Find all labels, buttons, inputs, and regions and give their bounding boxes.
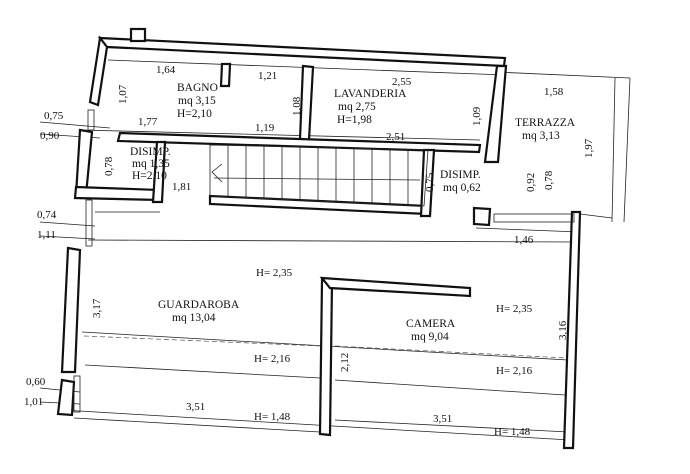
dim-1-64: 1,64	[156, 64, 176, 76]
reference-lines	[39, 59, 631, 441]
disimp1-height: H=2,10	[132, 170, 167, 182]
dim-1-01: 1,01	[24, 396, 43, 408]
dim-1-81: 1,81	[172, 181, 191, 193]
dim-3-51-right: 3,51	[433, 413, 452, 425]
bagno-area: mq 3,15	[178, 95, 216, 107]
guardaroba-name: GUARDAROBA	[158, 299, 240, 311]
dim-0-75-right: 0,75	[424, 172, 436, 192]
camera-height-bottom: H= 1,48	[494, 426, 531, 438]
dim-2-51: 2,51	[386, 131, 405, 143]
wall-left-upper	[88, 35, 109, 107]
wall-disimp-right	[151, 140, 167, 204]
dim-1-77: 1,77	[138, 116, 158, 128]
camera-height-top: H= 2,35	[496, 303, 533, 315]
wall-lavanderia-right	[483, 64, 508, 164]
dim-3-51-left: 3,51	[186, 401, 205, 413]
dim-1-11: 1,11	[37, 229, 56, 241]
chimney	[129, 27, 147, 43]
guardaroba-height-top: H= 2,35	[256, 267, 293, 279]
wall-left-lower	[60, 246, 82, 374]
window-left-upper	[87, 109, 95, 131]
wall-middle	[116, 131, 482, 154]
camera-area: mq 9,04	[411, 331, 449, 343]
wall-camera-left	[318, 278, 334, 437]
lavanderia-area: mq 2,75	[338, 101, 376, 113]
disimp2-name: DISIMP.	[440, 169, 481, 181]
dim-0-78-left: 0,78	[103, 156, 115, 176]
window-left-mid	[85, 199, 93, 247]
dim-3-17: 3,17	[91, 298, 103, 318]
dim-1-07: 1,07	[117, 84, 129, 104]
window-left-lower	[73, 375, 81, 413]
height-lines	[83, 335, 567, 359]
wall-bagno-stub	[219, 62, 232, 88]
dimension-labels: 1,64 1,21 2,55 1,58 1,77 1,19 2,51 1,81 …	[24, 64, 595, 425]
lavanderia-height: H=1,98	[337, 114, 372, 126]
camera-height-mid: H= 2,16	[496, 365, 533, 377]
camera-name: CAMERA	[406, 318, 456, 330]
dim-1-58: 1,58	[544, 86, 564, 98]
dim-0-60: 0,60	[26, 376, 46, 388]
terrazza-name: TERRAZZA	[515, 117, 576, 129]
walls	[56, 27, 613, 450]
dim-1-08: 1,08	[291, 96, 303, 116]
dim-2-12: 2,12	[339, 353, 351, 372]
room-labels: BAGNO mq 3,15 H=2,10 LAVANDERIA mq 2,75 …	[130, 82, 576, 343]
guardaroba-height-mid: H= 2,16	[254, 353, 291, 365]
dim-0-78-right: 0,78	[543, 170, 555, 190]
staircase	[209, 144, 429, 207]
wall-terrazza-stub	[472, 206, 492, 227]
window-terrazza	[493, 213, 575, 223]
wall-left-mid	[74, 128, 94, 197]
disimp1-area: mq 1,35	[132, 158, 170, 170]
height-labels: H= 2,35 H= 2,16 H= 1,48 H= 2,35 H= 2,16 …	[254, 267, 533, 438]
guardaroba-height-bottom: H= 1,48	[254, 411, 291, 423]
openings	[73, 109, 575, 413]
dim-0-92: 0,92	[525, 173, 537, 192]
disimp1-name: DISIMP.	[130, 146, 171, 158]
dim-2-55: 2,55	[392, 76, 412, 88]
dim-3-16: 3,16	[557, 320, 569, 340]
disimp2-area: mq 0,62	[443, 182, 481, 194]
dim-1-21: 1,21	[258, 70, 277, 82]
wall-camera-top	[319, 276, 472, 298]
terrazza-area: mq 3,13	[522, 130, 560, 142]
wall-right-lower	[562, 210, 582, 450]
dim-0-75-left: 0,75	[44, 110, 64, 122]
wall-disimp-bottom	[73, 185, 162, 202]
dim-1-97: 1,97	[583, 138, 595, 158]
dim-1-09: 1,09	[471, 106, 483, 126]
dim-1-46: 1,46	[514, 234, 534, 246]
wall-left-bottom	[56, 378, 76, 417]
guardaroba-area: mq 13,04	[172, 312, 216, 324]
dim-0-90: 0,90	[40, 130, 60, 142]
bagno-height: H=2,10	[177, 108, 212, 120]
bagno-name: BAGNO	[177, 82, 218, 94]
dim-1-19: 1,19	[255, 122, 275, 134]
lavanderia-name: LAVANDERIA	[334, 88, 407, 100]
dim-0-74: 0,74	[37, 209, 57, 221]
